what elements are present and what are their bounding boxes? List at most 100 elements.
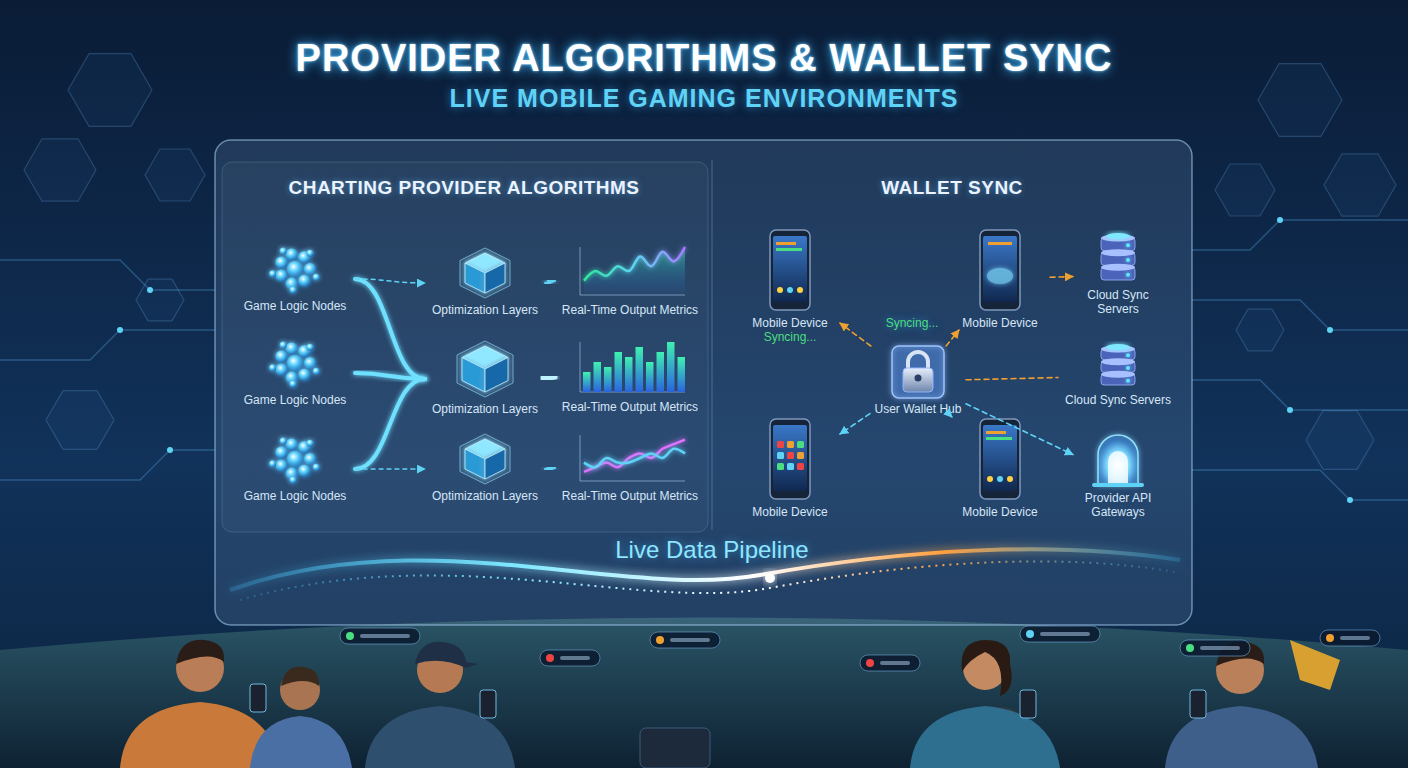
ui-pill <box>540 650 600 666</box>
screen-dot <box>797 287 803 293</box>
section-panel: CHARTING PROVIDER ALGORITHMSGame Logic N… <box>218 142 710 622</box>
phone-screen <box>773 425 807 491</box>
ui-pill <box>1180 640 1250 656</box>
node-icon <box>235 337 355 389</box>
gate-arch <box>1098 435 1138 485</box>
server-glow <box>1106 344 1130 350</box>
node-icon <box>555 243 705 299</box>
data-flow <box>545 377 555 379</box>
app-icon <box>797 441 804 448</box>
chart-axis <box>580 247 581 295</box>
sync-link <box>840 414 870 434</box>
chart-bar <box>583 372 591 392</box>
node-icon <box>235 243 355 295</box>
icon <box>770 419 810 499</box>
logic-orb <box>307 344 314 351</box>
hexagon-decor <box>1258 64 1342 137</box>
cube-frame <box>460 434 510 484</box>
icon <box>460 248 510 298</box>
circuit-node <box>147 287 153 293</box>
logic-node-cluster: Game Logic Nodes <box>235 433 355 505</box>
pill-body <box>860 655 920 671</box>
icon <box>770 230 810 310</box>
sync-link <box>840 323 871 346</box>
ui-pill <box>1020 626 1100 642</box>
node-label: Cloud Sync Servers <box>1073 288 1163 316</box>
optimization-layer: Optimization Layers <box>425 433 545 505</box>
server-led <box>1126 366 1130 370</box>
pill-dot <box>1026 630 1034 638</box>
cube-face <box>465 263 485 293</box>
hexagon-decor <box>46 391 114 450</box>
hexagon-decor <box>68 54 152 127</box>
ui-pill <box>1320 630 1380 646</box>
lock-shackle <box>908 352 928 370</box>
logic-orb <box>286 248 298 260</box>
player-phone <box>250 684 266 712</box>
pill-body <box>1020 626 1100 642</box>
node-label: Game Logic Nodes <box>244 393 347 407</box>
pipeline-label: Live Data Pipeline <box>504 535 920 565</box>
screen-bar <box>776 248 802 251</box>
section-frame <box>222 162 708 532</box>
section-panel: WALLET SYNCMobile DeviceSyncing...Mobile… <box>714 142 1190 622</box>
pill-dot <box>1326 634 1334 642</box>
cube-face <box>462 358 485 393</box>
node-icon <box>235 433 355 485</box>
data-flow <box>545 281 555 283</box>
gate-door <box>1108 451 1128 485</box>
screen-bar <box>988 242 1012 245</box>
icon <box>580 342 685 392</box>
subtitle: LIVE MOBILE GAMING ENVIRONMENTS <box>0 84 1408 112</box>
diagram-title: PROVIDER ALGORITHMS & WALLET SYNC <box>0 38 1408 78</box>
circuit-trace <box>1192 300 1408 330</box>
logic-orb <box>307 250 314 257</box>
sync-link <box>966 404 1073 455</box>
circuit-trace <box>1192 470 1408 500</box>
logic-orb <box>269 364 276 371</box>
logic-orb <box>290 380 297 387</box>
chart-area <box>584 247 685 295</box>
chart-line <box>584 440 685 472</box>
logic-orb <box>275 256 287 268</box>
pill-dot <box>656 636 664 644</box>
data-flow <box>355 373 425 379</box>
icon <box>1101 344 1135 385</box>
logic-orb <box>313 368 320 375</box>
logic-orb <box>275 446 287 458</box>
screen-dot <box>777 287 783 293</box>
cloud-server: Cloud Sync Servers <box>1073 234 1163 316</box>
gate-base <box>1092 483 1144 487</box>
phone-body <box>770 230 810 310</box>
game-object <box>1290 640 1340 690</box>
circuit-trace <box>1192 380 1408 410</box>
chart-bar <box>615 352 623 392</box>
circuit-trace <box>1192 220 1408 250</box>
server-top <box>1101 358 1135 365</box>
chart-bar <box>625 357 633 392</box>
logic-orb <box>287 355 303 371</box>
hexagon-decor <box>1306 411 1374 470</box>
pill-body <box>1180 640 1250 656</box>
ui-pills <box>340 626 1380 671</box>
ground <box>0 618 1408 768</box>
logic-orb <box>280 342 287 349</box>
chart-bar <box>646 362 654 392</box>
app-icon <box>787 463 794 470</box>
data-flow <box>355 468 425 470</box>
icon <box>457 341 513 397</box>
chart-line <box>584 247 685 281</box>
pill-body <box>1320 630 1380 646</box>
pill-bar <box>1040 632 1090 636</box>
player-hair <box>176 640 224 664</box>
node-label: Game Logic Nodes <box>244 299 347 313</box>
pill-bar <box>360 634 410 638</box>
glass-panel <box>215 140 1192 625</box>
node-icon <box>425 247 545 299</box>
player-body <box>910 706 1060 768</box>
sync-link <box>1050 276 1073 278</box>
player-body <box>250 716 352 768</box>
app-icon <box>777 441 784 448</box>
hexagon-decor <box>1324 154 1396 216</box>
